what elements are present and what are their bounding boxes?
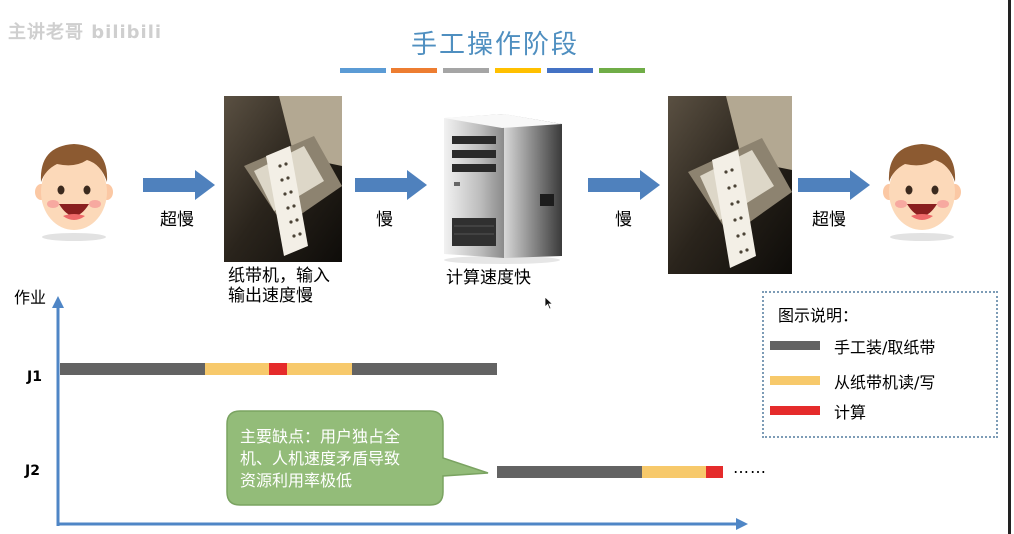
- legend-title: 图示说明：: [778, 306, 859, 325]
- mouse-cursor-icon: [544, 296, 554, 310]
- j2-bar-compute: [706, 466, 723, 478]
- j1-bar-compute: [269, 363, 287, 375]
- callout-text: 主要缺点：用户独占全 机、人机速度矛盾导致 资源利用率极低: [240, 426, 450, 492]
- title-bar-4: [495, 68, 541, 73]
- legend-box: [762, 291, 998, 438]
- watermark-text: 主讲老哥 bilibili: [8, 22, 163, 43]
- title-bar-6: [599, 68, 645, 73]
- j1-bar-manual-unload: [352, 363, 497, 375]
- title-bar-5: [547, 68, 593, 73]
- arrow-right-icon-4: [798, 170, 870, 200]
- y-axis-label: 作业: [14, 288, 47, 307]
- tape-caption-line-1: 纸带机，输入: [228, 266, 330, 286]
- legend-swatch-compute: [770, 406, 820, 415]
- title-bar-1: [340, 68, 386, 73]
- callout-line-1: 主要缺点：用户独占全: [240, 427, 401, 446]
- arrow-right-icon-2: [355, 170, 427, 200]
- j1-bar-tape-read: [205, 363, 269, 375]
- job-label-j2: J2: [25, 463, 40, 479]
- computer-tower-image: [444, 114, 562, 264]
- callout-line-3: 资源利用率极低: [240, 471, 353, 490]
- job-label-j1: J1: [27, 369, 42, 385]
- arrow-label-3: 慢: [615, 210, 632, 230]
- j2-bar-tape-read: [642, 466, 706, 478]
- legend-label-manual: 手工装/取纸带: [834, 338, 936, 357]
- j1-bar-manual-load: [60, 363, 205, 375]
- paper-tape-machine-image: [224, 96, 342, 262]
- legend-label-compute: 计算: [834, 403, 867, 422]
- paper-tape-machine-image-2: [668, 96, 792, 274]
- arrow-label-4: 超慢: [812, 210, 846, 230]
- callout-bubble: [226, 410, 489, 506]
- page-title: 手工操作阶段: [410, 30, 579, 60]
- user-face-icon: [35, 144, 113, 241]
- legend-label-tape: 从纸带机读/写: [834, 373, 936, 392]
- legend-swatch-tape: [770, 376, 820, 385]
- arrow-label-2: 慢: [376, 210, 393, 230]
- legend-swatch-manual: [770, 341, 820, 350]
- user-face-icon-2: [883, 144, 961, 241]
- j1-bar-tape-write: [287, 363, 352, 375]
- timeline-axes: [52, 296, 748, 530]
- computer-caption: 计算速度快: [446, 268, 531, 288]
- j2-bar-manual-load: [497, 466, 642, 478]
- arrow-right-icon-1: [143, 170, 215, 200]
- title-bar-2: [391, 68, 437, 73]
- right-edge-border: [1008, 0, 1011, 534]
- tape-caption-line-2: 输出速度慢: [228, 286, 313, 306]
- title-bar-3: [443, 68, 489, 73]
- tape-caption: 纸带机，输入 输出速度慢: [228, 266, 330, 306]
- j2-continuation: ……: [733, 458, 767, 477]
- arrow-label-1: 超慢: [160, 210, 194, 230]
- callout-line-2: 机、人机速度矛盾导致: [240, 449, 401, 468]
- arrow-right-icon-3: [588, 170, 660, 200]
